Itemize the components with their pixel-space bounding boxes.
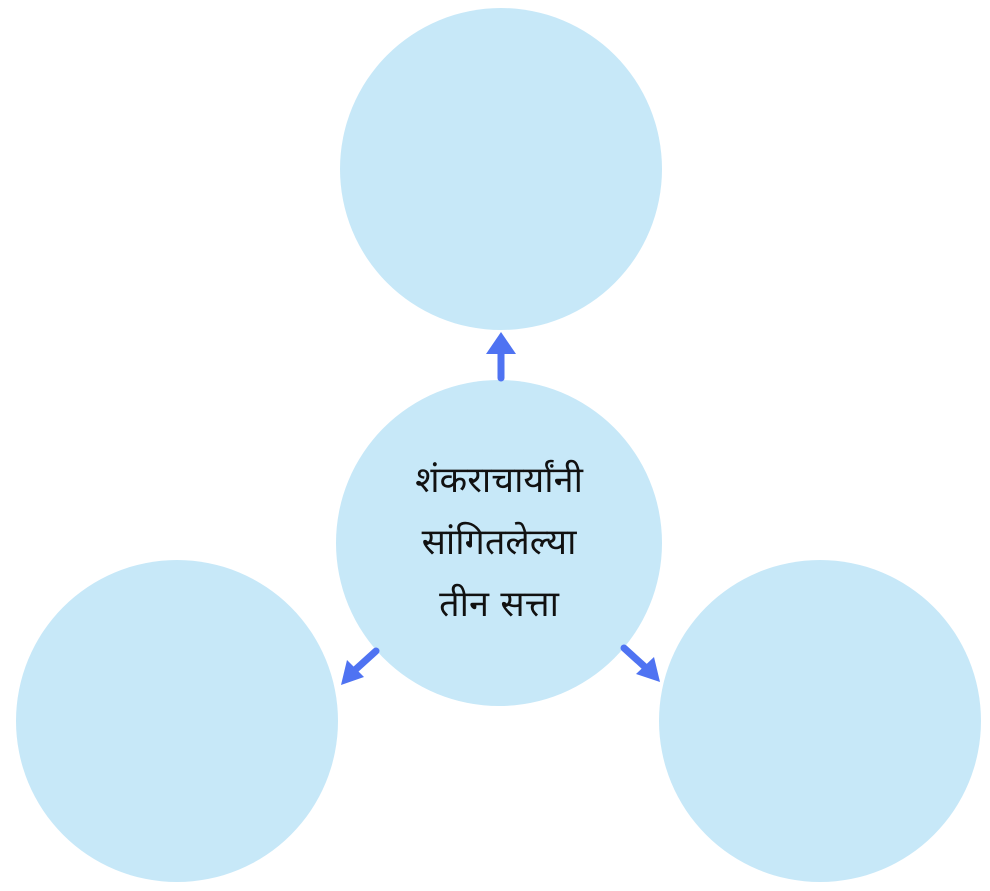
bottom-right-node xyxy=(659,560,981,882)
center-label-line-1: शंकराचार्यांनी xyxy=(415,460,583,501)
arrow-down-right-icon xyxy=(620,644,660,682)
top-node xyxy=(340,8,662,330)
bottom-left-node xyxy=(16,560,338,882)
center-label-line-2: सांगितलेल्या xyxy=(421,522,577,563)
arrow-down-left-icon xyxy=(341,647,380,685)
center-node: शंकराचार्यांनी सांगितलेल्या तीन सत्ता xyxy=(336,380,662,706)
arrow-up-icon xyxy=(486,332,516,382)
center-label-line-3: तीन सत्ता xyxy=(439,584,559,625)
center-label: शंकराचार्यांनी सांगितलेल्या तीन सत्ता xyxy=(415,453,583,633)
